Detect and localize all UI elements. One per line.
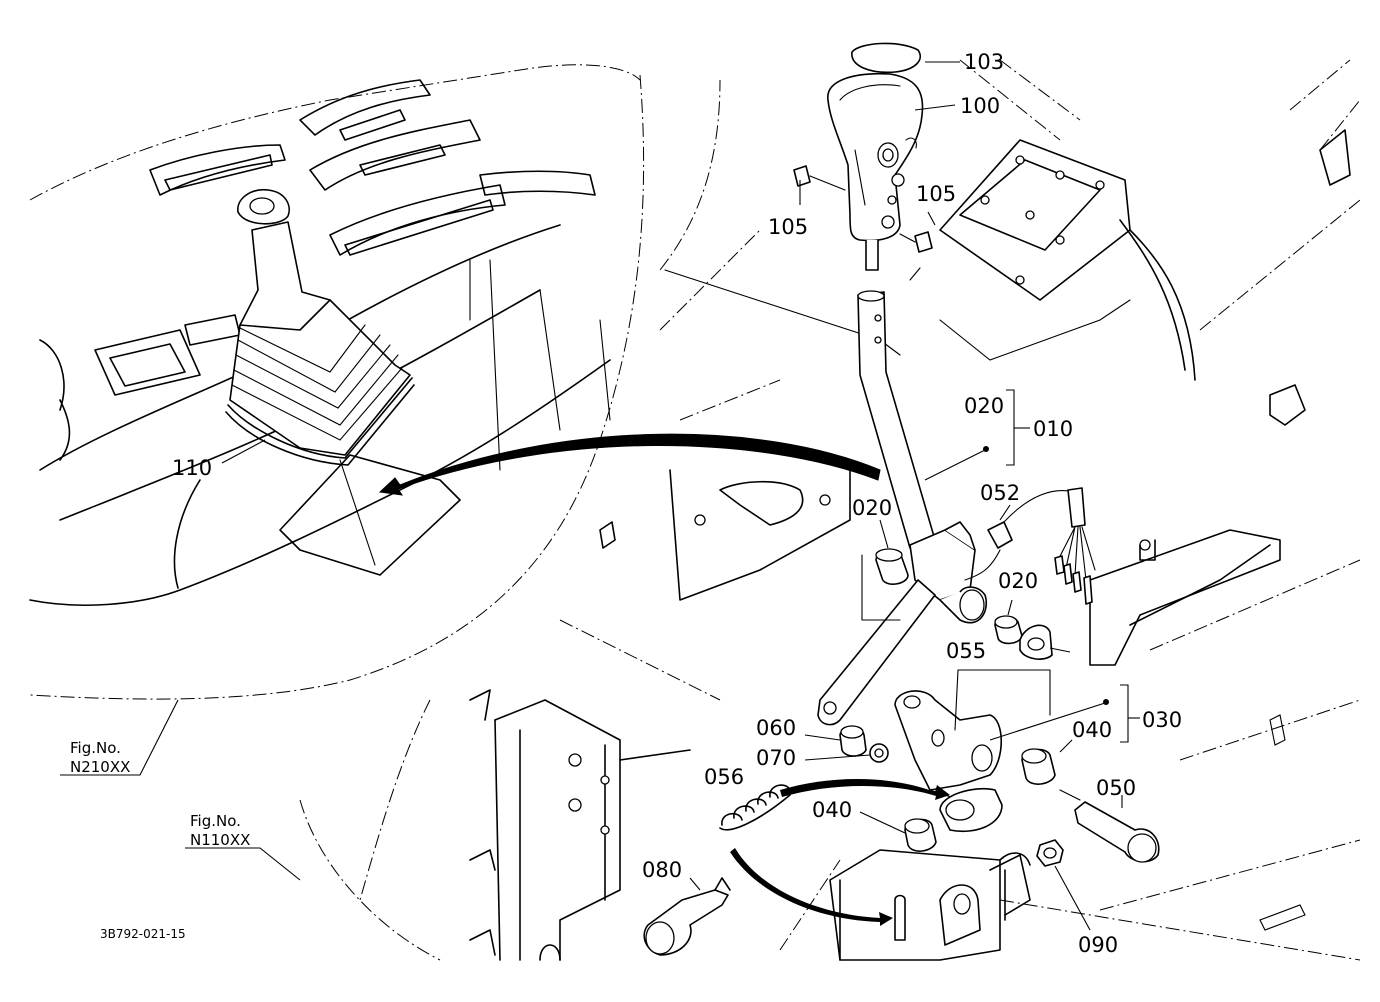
callout-050: 050: [1096, 776, 1136, 800]
callout-020-left: 020: [852, 496, 892, 520]
callout-040-left: 040: [812, 798, 852, 822]
part-103-cap: [851, 42, 921, 74]
console-inset: [29, 64, 645, 700]
callout-020-right: 020: [998, 569, 1038, 593]
part-056-spring: [719, 784, 791, 831]
callout-056: 056: [704, 765, 744, 789]
callout-105-left: 105: [768, 215, 808, 239]
part-052-switch: [987, 521, 1013, 549]
diagram-code: 3B792-021-15: [100, 927, 186, 941]
callout-103: 103: [964, 50, 1004, 74]
callout-052: 052: [980, 481, 1020, 505]
callout-040-right: 040: [1072, 718, 1112, 742]
fig-ref-number-1: N210XX: [70, 758, 130, 776]
callout-060: 060: [756, 716, 796, 740]
callout-labels: 103 100 105 105 110 020 010 052 020 020 …: [172, 50, 1182, 957]
part-100-knob: [827, 72, 924, 242]
callout-055: 055: [946, 639, 986, 663]
reference-arrow: [378, 433, 881, 496]
figure-references: Fig.No. N210XX Fig.No. N110XX 3B792-021-…: [70, 739, 250, 941]
callout-080: 080: [642, 858, 682, 882]
callout-090: 090: [1078, 933, 1118, 957]
callout-110: 110: [172, 456, 212, 480]
part-105-screw-right: [914, 231, 933, 253]
callout-100: 100: [960, 94, 1000, 118]
callout-030: 030: [1142, 708, 1182, 732]
callout-105-right: 105: [916, 182, 956, 206]
part-105-screw-left: [793, 165, 811, 187]
fig-ref-caption-2: Fig.No.: [190, 812, 241, 830]
fig-ref-number-2: N110XX: [190, 831, 250, 849]
lever-assembly: [643, 42, 1160, 956]
callout-010: 010: [1033, 417, 1073, 441]
fig-ref-caption-1: Fig.No.: [70, 739, 121, 757]
leader-lines: [60, 61, 1140, 931]
callout-020-top: 020: [964, 394, 1004, 418]
background-frame: [299, 59, 1361, 961]
callout-070: 070: [756, 746, 796, 770]
